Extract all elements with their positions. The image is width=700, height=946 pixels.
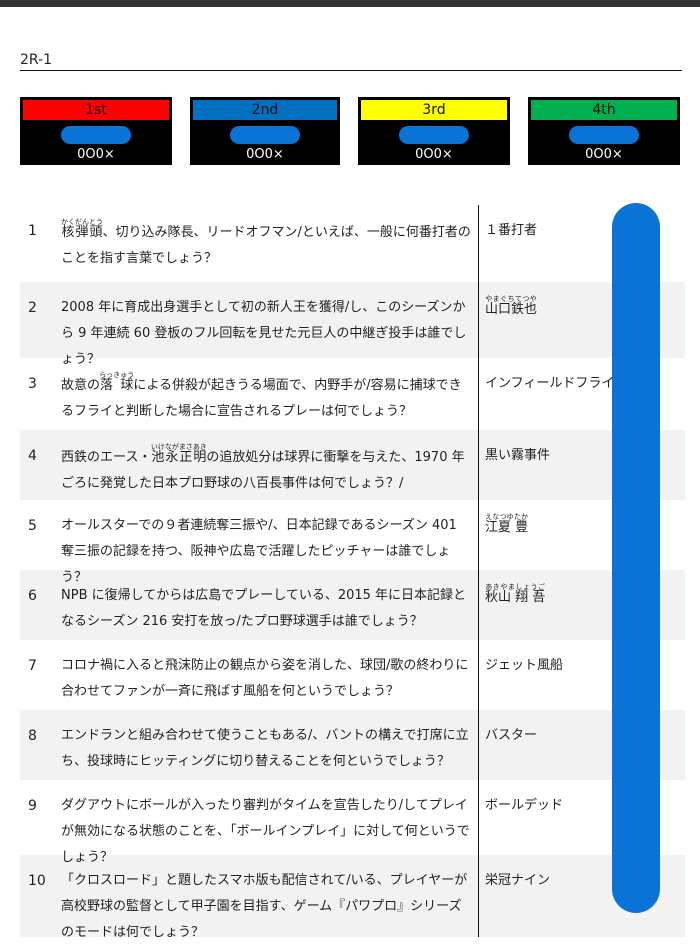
question-row [20,780,685,855]
question-row [20,358,685,430]
score: 0O0× [246,147,284,162]
rank-label: 2nd [193,100,337,120]
question-row [20,710,685,780]
redacted-name [230,126,300,144]
rank-label: 1st [23,100,169,120]
redaction-mark [612,203,660,913]
page-title: 2R-1 [20,52,682,71]
question-row [20,640,685,710]
redacted-name [569,126,639,144]
rank-label: 4th [531,100,677,120]
question-row [20,500,685,570]
question-row [20,430,685,500]
question-row [20,855,685,937]
top-bar [0,0,700,7]
redacted-name [61,126,131,144]
column-divider [478,205,479,937]
redacted-name [399,126,469,144]
player-card: 3rd 0O0× [358,97,510,165]
player-card: 2nd 0O0× [190,97,340,165]
question-row [20,205,685,282]
question-row [20,570,685,640]
score: 0O0× [77,147,115,162]
rank-label: 3rd [361,100,507,120]
question-row [20,282,685,358]
player-card: 4th 0O0× [528,97,680,165]
player-card: 1st 0O0× [20,97,172,165]
score: 0O0× [415,147,453,162]
score: 0O0× [585,147,623,162]
